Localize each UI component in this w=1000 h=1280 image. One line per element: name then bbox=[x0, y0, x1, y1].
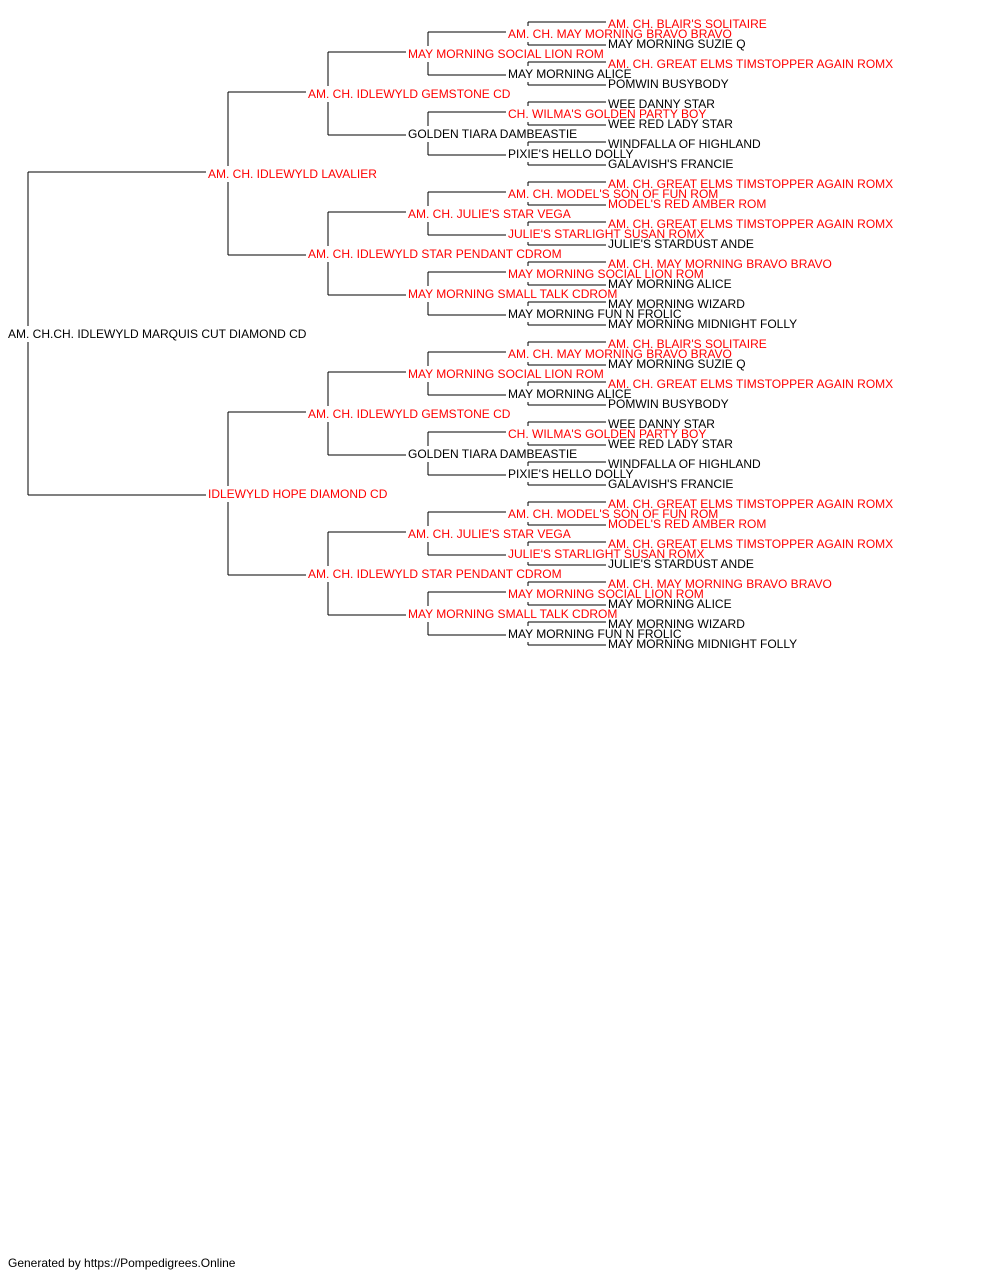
pedigree-name-gen-5: MODEL'S RED AMBER ROM bbox=[608, 197, 766, 211]
pedigree-name-gen-5: MAY MORNING WIZARD bbox=[608, 297, 745, 311]
pedigree-name-gen-5: MAY MORNING SUZIE Q bbox=[608, 37, 746, 51]
pedigree-name-gen-3: MAY MORNING SMALL TALK CDROM bbox=[408, 287, 617, 301]
pedigree-name-gen-5: AM. CH. GREAT ELMS TIMSTOPPER AGAIN ROMX bbox=[608, 537, 893, 551]
pedigree-name-gen-3: GOLDEN TIARA DAMBEASTIE bbox=[408, 447, 577, 461]
pedigree-name-gen-5: POMWIN BUSYBODY bbox=[608, 397, 729, 411]
pedigree-name-gen-4: MAY MORNING SOCIAL LION ROM bbox=[508, 587, 704, 601]
pedigree-name-gen-3: MAY MORNING SOCIAL LION ROM bbox=[408, 367, 604, 381]
pedigree-name-gen-5: MAY MORNING SUZIE Q bbox=[608, 357, 746, 371]
pedigree-name-gen-5: AM. CH. GREAT ELMS TIMSTOPPER AGAIN ROMX bbox=[608, 57, 893, 71]
pedigree-name-gen-4: MAY MORNING FUN N FROLIC bbox=[508, 627, 682, 641]
pedigree-name-gen-5: MAY MORNING ALICE bbox=[608, 277, 732, 291]
pedigree-name-gen-5: JULIE'S STARDUST ANDE bbox=[608, 557, 754, 571]
pedigree-name-gen-2: AM. CH. IDLEWYLD STAR PENDANT CDROM bbox=[308, 567, 562, 581]
pedigree-name-gen-5: AM. CH. GREAT ELMS TIMSTOPPER AGAIN ROMX bbox=[608, 497, 893, 511]
pedigree-name-gen-4: PIXIE'S HELLO DOLLY bbox=[508, 147, 633, 161]
pedigree-name-gen-3: MAY MORNING SMALL TALK CDROM bbox=[408, 607, 617, 621]
pedigree-name-gen-5: GALAVISH'S FRANCIE bbox=[608, 157, 733, 171]
pedigree-name-gen-5: AM. CH. BLAIR'S SOLITAIRE bbox=[608, 337, 767, 351]
pedigree-name-gen-5: AM. CH. GREAT ELMS TIMSTOPPER AGAIN ROMX bbox=[608, 377, 893, 391]
pedigree-name-gen-5: MODEL'S RED AMBER ROM bbox=[608, 517, 766, 531]
pedigree-name-gen-5: MAY MORNING WIZARD bbox=[608, 617, 745, 631]
pedigree-name-gen-5: AM. CH. GREAT ELMS TIMSTOPPER AGAIN ROMX bbox=[608, 217, 893, 231]
pedigree-name-gen-4: AM. CH. MAY MORNING BRAVO BRAVO bbox=[508, 27, 732, 41]
pedigree-name-gen-4: AM. CH. MAY MORNING BRAVO BRAVO bbox=[508, 347, 732, 361]
pedigree-name-gen-4: PIXIE'S HELLO DOLLY bbox=[508, 467, 633, 481]
pedigree-name-gen-4: CH. WILMA'S GOLDEN PARTY BOY bbox=[508, 427, 706, 441]
pedigree-name-gen-5: MAY MORNING MIDNIGHT FOLLY bbox=[608, 317, 797, 331]
pedigree-name-gen-5: AM. CH. MAY MORNING BRAVO BRAVO bbox=[608, 577, 832, 591]
pedigree-name-gen-5: WINDFALLA OF HIGHLAND bbox=[608, 137, 761, 151]
pedigree-name-gen-5: WEE DANNY STAR bbox=[608, 97, 715, 111]
pedigree-name-gen-4: AM. CH. MODEL'S SON OF FUN ROM bbox=[508, 187, 718, 201]
pedigree-name-gen-3: AM. CH. JULIE'S STAR VEGA bbox=[408, 527, 571, 541]
pedigree-name-gen-2: AM. CH. IDLEWYLD STAR PENDANT CDROM bbox=[308, 247, 562, 261]
pedigree-name-gen-5: WEE RED LADY STAR bbox=[608, 437, 733, 451]
pedigree-name-gen-5: MAY MORNING MIDNIGHT FOLLY bbox=[608, 637, 797, 651]
pedigree-name-gen-1: IDLEWYLD HOPE DIAMOND CD bbox=[208, 487, 388, 501]
pedigree-name-gen-5: JULIE'S STARDUST ANDE bbox=[608, 237, 754, 251]
pedigree-name-gen-3: AM. CH. JULIE'S STAR VEGA bbox=[408, 207, 571, 221]
pedigree-name-gen-3: MAY MORNING SOCIAL LION ROM bbox=[408, 47, 604, 61]
pedigree-name-gen-5: GALAVISH'S FRANCIE bbox=[608, 477, 733, 491]
pedigree-name-gen-5: AM. CH. MAY MORNING BRAVO BRAVO bbox=[608, 257, 832, 271]
pedigree-name-gen-2: AM. CH. IDLEWYLD GEMSTONE CD bbox=[308, 87, 511, 101]
pedigree-name-gen-4: JULIE'S STARLIGHT SUSAN ROMX bbox=[508, 227, 705, 241]
pedigree-name-gen-4: MAY MORNING ALICE bbox=[508, 67, 632, 81]
pedigree-name-gen-5: AM. CH. GREAT ELMS TIMSTOPPER AGAIN ROMX bbox=[608, 177, 893, 191]
pedigree-name-gen-5: AM. CH. BLAIR'S SOLITAIRE bbox=[608, 17, 767, 31]
footer-credit: Generated by https://Pompedigrees.Online bbox=[8, 1256, 236, 1270]
pedigree-name-gen-0: AM. CH.CH. IDLEWYLD MARQUIS CUT DIAMOND … bbox=[8, 327, 307, 341]
pedigree-name-gen-4: AM. CH. MODEL'S SON OF FUN ROM bbox=[508, 507, 718, 521]
pedigree-name-gen-2: AM. CH. IDLEWYLD GEMSTONE CD bbox=[308, 407, 511, 421]
pedigree-name-gen-3: GOLDEN TIARA DAMBEASTIE bbox=[408, 127, 577, 141]
pedigree-name-gen-1: AM. CH. IDLEWYLD LAVALIER bbox=[208, 167, 377, 181]
pedigree-name-gen-4: CH. WILMA'S GOLDEN PARTY BOY bbox=[508, 107, 706, 121]
pedigree-name-gen-4: MAY MORNING ALICE bbox=[508, 387, 632, 401]
pedigree-name-gen-5: WEE RED LADY STAR bbox=[608, 117, 733, 131]
pedigree-name-gen-4: MAY MORNING FUN N FROLIC bbox=[508, 307, 682, 321]
pedigree-name-gen-4: JULIE'S STARLIGHT SUSAN ROMX bbox=[508, 547, 705, 561]
pedigree-name-gen-5: POMWIN BUSYBODY bbox=[608, 77, 729, 91]
pedigree-name-gen-5: MAY MORNING ALICE bbox=[608, 597, 732, 611]
pedigree-name-gen-5: WINDFALLA OF HIGHLAND bbox=[608, 457, 761, 471]
pedigree-name-gen-5: WEE DANNY STAR bbox=[608, 417, 715, 431]
pedigree-name-gen-4: MAY MORNING SOCIAL LION ROM bbox=[508, 267, 704, 281]
